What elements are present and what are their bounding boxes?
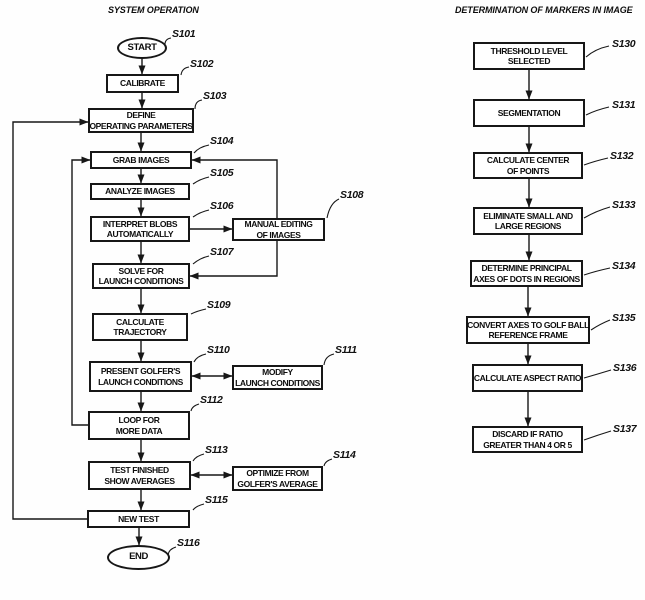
node-interpret-blobs: INTERPRET BLOBS AUTOMATICALLY <box>90 216 190 242</box>
node-segmentation: SEGMENTATION <box>473 99 585 127</box>
node-present-launch-conditions: PRESENT GOLFER'S LAUNCH CONDITIONS <box>89 361 192 392</box>
step-label-s116: S116 <box>177 537 200 549</box>
step-label-s131: S131 <box>612 99 636 111</box>
node-test-finished: TEST FINISHED SHOW AVERAGES <box>88 461 191 490</box>
right-chart-title: DETERMINATION OF MARKERS IN IMAGE <box>455 5 633 15</box>
node-calculate-aspect-ratio: CALCULATE ASPECT RATIO <box>472 364 583 392</box>
node-grab-images: GRAB IMAGES <box>90 151 192 169</box>
node-threshold-level: THRESHOLD LEVEL SELECTED <box>473 42 585 70</box>
node-calculate-trajectory: CALCULATE TRAJECTORY <box>92 313 188 341</box>
node-calculate-center: CALCULATE CENTER OF POINTS <box>473 152 583 179</box>
step-label-s103: S103 <box>203 90 227 102</box>
step-label-s134: S134 <box>612 260 636 272</box>
step-label-s104: S104 <box>210 135 234 147</box>
node-eliminate-regions: ELIMINATE SMALL AND LARGE REGIONS <box>473 207 583 235</box>
step-label-s111: S111 <box>335 344 357 356</box>
step-label-s136: S136 <box>613 362 637 374</box>
step-label-s113: S113 <box>205 444 228 456</box>
edge-loop-grab-feedback <box>71 156 91 426</box>
node-new-test: NEW TEST <box>87 510 190 528</box>
node-manual-editing: MANUAL EDITING OF IMAGES <box>232 218 325 241</box>
step-label-s106: S106 <box>210 200 234 212</box>
node-calibrate: CALIBRATE <box>106 74 179 93</box>
step-label-s133: S133 <box>612 199 636 211</box>
node-start: START <box>117 37 167 59</box>
edge-newtest-define-feedback <box>12 118 89 520</box>
step-label-s105: S105 <box>210 167 234 179</box>
step-label-s132: S132 <box>610 150 634 162</box>
step-label-s102: S102 <box>190 58 214 70</box>
edge-manual-grab <box>191 156 278 218</box>
step-label-s112: S112 <box>200 394 223 406</box>
step-label-s107: S107 <box>210 246 234 258</box>
node-analyze-images: ANALYZE IMAGES <box>90 183 190 200</box>
step-label-s114: S114 <box>333 449 356 461</box>
step-label-s115: S115 <box>205 494 228 506</box>
step-label-s108: S108 <box>340 189 364 201</box>
node-modify-launch-conditions: MODIFY LAUNCH CONDITIONS <box>232 365 323 390</box>
step-label-s110: S110 <box>207 344 230 356</box>
node-loop-more-data: LOOP FOR MORE DATA <box>88 411 190 440</box>
step-label-s135: S135 <box>612 312 636 324</box>
node-discard-ratio: DISCARD IF RATIO GREATER THAN 4 OR 5 <box>472 426 583 453</box>
step-label-s137: S137 <box>613 423 637 435</box>
node-solve-launch-conditions: SOLVE FOR LAUNCH CONDITIONS <box>92 263 190 289</box>
edge-manual-solve <box>189 241 278 280</box>
left-chart-title: SYSTEM OPERATION <box>108 5 199 15</box>
step-label-s109: S109 <box>207 299 231 311</box>
step-label-s130: S130 <box>612 38 636 50</box>
node-convert-axes: CONVERT AXES TO GOLF BALL REFERENCE FRAM… <box>466 316 590 344</box>
step-label-s101: S101 <box>172 28 196 40</box>
node-end: END <box>107 545 170 570</box>
node-determine-principal-axes: DETERMINE PRINCIPAL AXES OF DOTS IN REGI… <box>470 260 583 287</box>
node-define-operating-parameters: DEFINE OPERATING PARAMETERS <box>88 108 194 133</box>
node-optimize-average: OPTIMIZE FROM GOLFER'S AVERAGE <box>232 466 323 491</box>
